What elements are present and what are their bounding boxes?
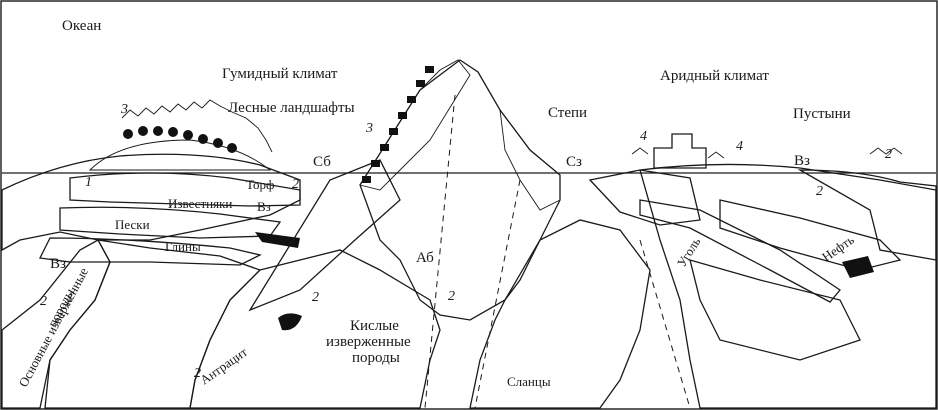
num-1: 1 <box>85 175 92 190</box>
label-steppes: Степи <box>548 105 587 121</box>
num-2-b: 2 <box>312 290 319 305</box>
label-ocean: Океан <box>62 18 101 34</box>
num-3-slope: 3 <box>365 121 373 136</box>
label-vz-mid: Вз <box>257 199 271 214</box>
label-sz: Сз <box>566 154 582 170</box>
wave-right-4 <box>708 152 724 158</box>
central-mountain <box>360 60 560 320</box>
label-sb: Сб <box>313 154 331 170</box>
num-4-b: 4 <box>736 139 743 154</box>
right-strata <box>640 164 936 408</box>
acid-igneous-rocks <box>190 250 440 408</box>
label-humid-climate: Гумидный климат <box>222 66 338 82</box>
label-limestones: Известняки <box>168 196 232 211</box>
label-anthracite: Антрацит <box>197 344 250 387</box>
forest-trees <box>123 126 237 153</box>
label-vz-right: Вз <box>794 153 810 169</box>
num-2-g: 2 <box>292 177 299 192</box>
limestone-block-right <box>690 260 860 360</box>
volcanic-cap <box>360 60 470 190</box>
steppe-slope <box>500 110 560 210</box>
label-shales: Сланцы <box>507 374 551 389</box>
num-2-e: 2 <box>885 147 892 162</box>
label-arid-climate: Аридный климат <box>660 68 769 84</box>
label-coal: Уголь <box>674 235 704 270</box>
label-oil: Нефть <box>819 232 857 265</box>
label-sands: Пески <box>115 217 150 232</box>
label-basic-rocks-2: породы <box>44 286 77 330</box>
label-clays: Глины <box>165 239 201 254</box>
num-2-d: 2 <box>448 289 455 304</box>
label-deserts: Пустыни <box>793 106 851 122</box>
num-2-f: 2 <box>816 184 823 199</box>
num-2-c: 2 <box>194 366 201 381</box>
label-forest-landscapes: Лесные ландшафты <box>228 100 355 116</box>
clay-band-left <box>40 238 260 265</box>
sand-band-left <box>60 207 280 238</box>
shales <box>470 220 650 408</box>
wave-left-4 <box>632 148 648 154</box>
building <box>654 134 706 168</box>
num-4-a: 4 <box>640 129 647 144</box>
coal-band <box>640 200 840 302</box>
oil-stratum <box>720 200 900 270</box>
label-ab: Аб <box>416 250 434 266</box>
oil-pocket <box>842 256 874 278</box>
label-acid-rocks-2: изверженные <box>326 334 411 350</box>
label-vz-left: Вз <box>50 256 66 272</box>
anthracite-lens <box>278 313 302 330</box>
label-peat: Торф <box>246 177 274 192</box>
label-acid-rocks-3: породы <box>352 350 400 366</box>
num-2-a: 2 <box>40 294 47 309</box>
label-acid-rocks-1: Кислые <box>350 318 399 334</box>
num-3-forest: 3 <box>120 102 128 117</box>
